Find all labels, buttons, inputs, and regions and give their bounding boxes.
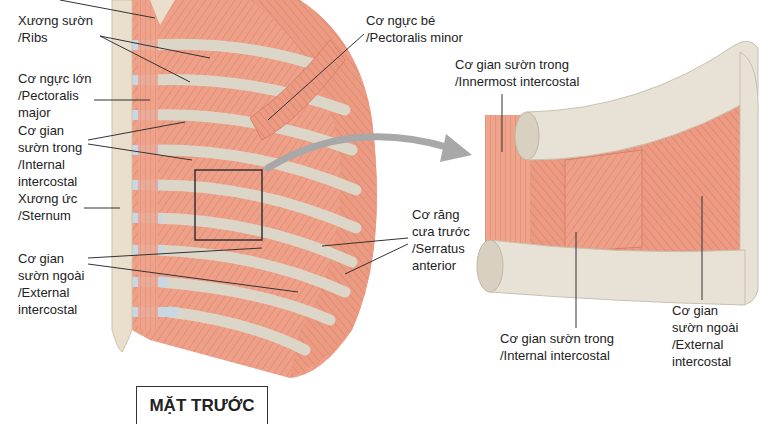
- part-label: Cơ răng cưa trước /Serratus anterior: [412, 206, 480, 274]
- part-label: Cơ gian sườn trong /Internal intercostal: [18, 122, 90, 190]
- part-label: Cơ gian sườn ngoài /External intercostal: [672, 302, 752, 370]
- part-label: Xương ức /Sternum: [18, 190, 88, 224]
- part-label: Cơ gian sườn trong /Internal intercostal: [500, 330, 642, 364]
- part-label: Cơ ngực lớn /Pectoralis major: [18, 70, 96, 121]
- part-label: Cơ ngực bé /Pectoralis minor: [366, 12, 478, 46]
- view-label-box: MẶT TRƯỚC: [136, 386, 268, 424]
- view-label: MẶT TRƯỚC: [149, 396, 254, 416]
- part-label: Xương sườn /Ribs: [18, 12, 98, 46]
- part-label: Cơ gian sườn ngoài /External intercostal: [18, 250, 90, 318]
- part-label: Cơ gian sườn trong /Innermost intercosta…: [455, 56, 597, 90]
